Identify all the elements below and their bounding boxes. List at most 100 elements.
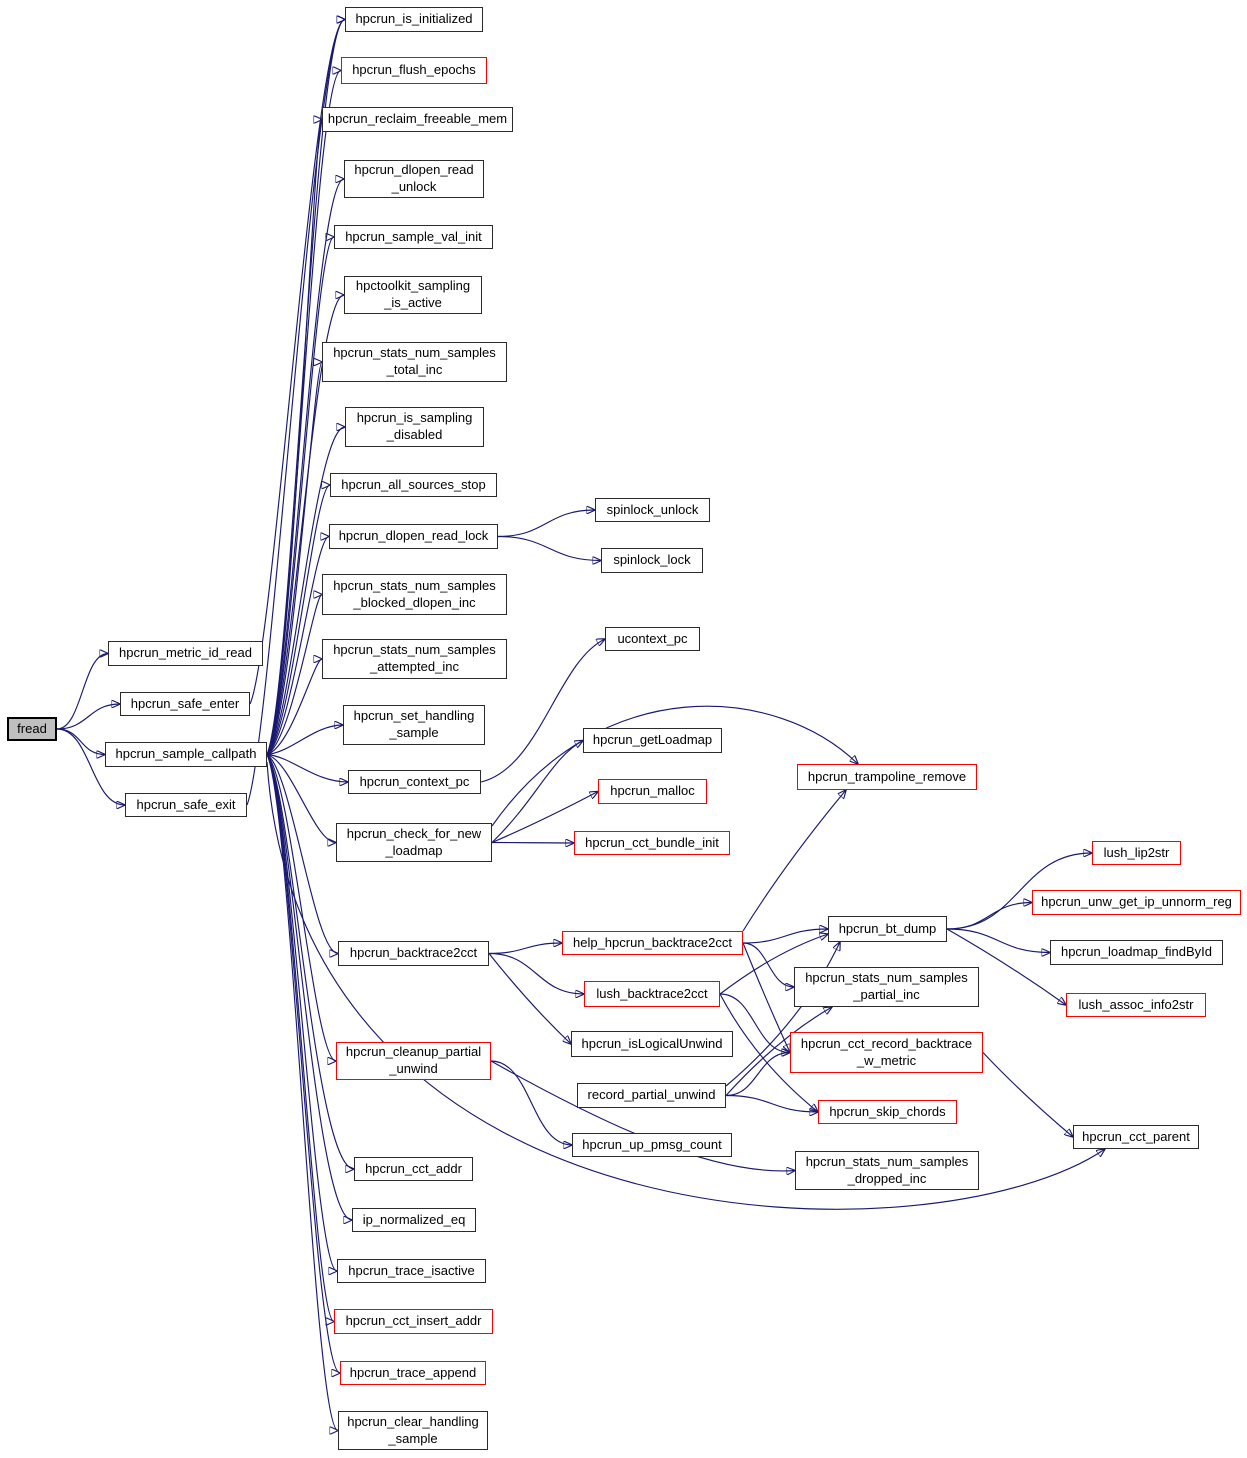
graph-node-set_handling_sample[interactable]: hpcrun_set_handling _sample: [343, 705, 485, 745]
edge-check_for_new_loadmap-to-cct_bundle_init: [491, 843, 574, 844]
edge-fread-to-sample_callpath: [56, 728, 105, 755]
edge-sample_callpath-to-all_sources_stop: [266, 485, 330, 755]
graph-node-check_for_new_loadmap[interactable]: hpcrun_check_for_new _loadmap: [336, 823, 492, 862]
graph-node-all_sources_stop[interactable]: hpcrun_all_sources_stop: [330, 473, 497, 497]
graph-node-lush_backtrace2cct[interactable]: lush_backtrace2cct: [584, 981, 720, 1007]
edge-fread-to-metric_id_read: [56, 654, 108, 730]
edge-sample_callpath-to-ip_normalized_eq: [266, 754, 352, 1221]
graph-node-flush_epochs[interactable]: hpcrun_flush_epochs: [341, 57, 487, 84]
edge-help_backtrace2cct-to-bt_dump: [742, 929, 828, 944]
edge-record_partial_unwind-to-stats_partial_inc: [725, 1007, 832, 1096]
edge-fread-to-safe_enter: [56, 704, 120, 730]
graph-node-reclaim_freeable_mem[interactable]: hpcrun_reclaim_freeable_mem: [322, 107, 513, 132]
graph-node-trace_isactive[interactable]: hpcrun_trace_isactive: [337, 1259, 486, 1283]
graph-node-stats_dropped_inc[interactable]: hpcrun_stats_num_samples _dropped_inc: [795, 1151, 979, 1190]
graph-node-record_partial_unwind[interactable]: record_partial_unwind: [577, 1083, 726, 1108]
edge-sample_callpath-to-dlopen_read_lock: [266, 537, 329, 755]
graph-node-fread: fread: [7, 717, 57, 741]
graph-node-cct_bundle_init[interactable]: hpcrun_cct_bundle_init: [574, 831, 730, 855]
graph-node-bt_dump[interactable]: hpcrun_bt_dump: [828, 916, 947, 942]
graph-node-cct_record_backtrace_w_metric[interactable]: hpcrun_cct_record_backtrace _w_metric: [790, 1032, 983, 1073]
edge-bt_dump-to-loadmap_findById: [946, 928, 1050, 953]
graph-node-safe_exit[interactable]: hpcrun_safe_exit: [125, 793, 247, 817]
edge-check_for_new_loadmap-to-trampoline_remove: [491, 705, 858, 827]
edge-fread-to-safe_exit: [56, 728, 125, 805]
edge-dlopen_read_lock-to-spinlock_unlock: [497, 510, 595, 538]
edge-help_backtrace2cct-to-stats_partial_inc: [742, 942, 794, 987]
graph-node-trace_append[interactable]: hpcrun_trace_append: [340, 1361, 486, 1385]
edge-sample_callpath-to-check_for_new_loadmap: [266, 753, 336, 843]
edge-check_for_new_loadmap-to-getLoadmap: [491, 741, 583, 843]
graph-node-lush_lip2str[interactable]: lush_lip2str: [1092, 841, 1181, 865]
graph-node-up_pmsg_count[interactable]: hpcrun_up_pmsg_count: [572, 1133, 732, 1157]
edge-record_partial_unwind-to-cct_record_backtrace_w_metric: [725, 1053, 790, 1097]
graph-node-cct_addr[interactable]: hpcrun_cct_addr: [354, 1157, 473, 1181]
edge-context_pc-to-ucontext_pc: [480, 639, 605, 783]
edge-bt_dump-to-lush_assoc_info2str: [946, 928, 1066, 1005]
edge-check_for_new_loadmap-to-malloc: [491, 792, 598, 844]
edge-sample_callpath-to-stats_total_inc: [266, 362, 322, 755]
graph-node-sample_callpath[interactable]: hpcrun_sample_callpath: [105, 742, 267, 767]
graph-node-cct_insert_addr[interactable]: hpcrun_cct_insert_addr: [334, 1309, 493, 1334]
edge-lush_backtrace2cct-to-cct_record_backtrace_w_metric: [719, 993, 790, 1053]
edge-lush_backtrace2cct-to-bt_dump: [719, 934, 828, 995]
graph-node-dlopen_read_lock[interactable]: hpcrun_dlopen_read_lock: [329, 524, 498, 549]
edge-help_backtrace2cct-to-cct_record_backtrace_w_metric: [742, 942, 790, 1053]
edge-sample_callpath-to-sample_val_init: [266, 237, 334, 755]
graph-node-ip_normalized_eq[interactable]: ip_normalized_eq: [352, 1208, 476, 1232]
edge-backtrace2cct-to-help_backtrace2cct: [488, 943, 562, 955]
graph-node-lush_assoc_info2str[interactable]: lush_assoc_info2str: [1066, 993, 1206, 1017]
graph-node-unw_get_ip_unnorm_reg[interactable]: hpcrun_unw_get_ip_unnorm_reg: [1032, 890, 1241, 915]
graph-node-attempted_inc[interactable]: hpcrun_stats_num_samples _attempted_inc: [322, 639, 507, 679]
graph-node-cct_parent[interactable]: hpcrun_cct_parent: [1073, 1125, 1199, 1149]
edge-bt_dump-to-unw_get_ip_unnorm_reg: [946, 903, 1032, 930]
graph-node-blocked_dlopen_inc[interactable]: hpcrun_stats_num_samples _blocked_dlopen…: [322, 574, 507, 615]
graph-node-loadmap_findById[interactable]: hpcrun_loadmap_findById: [1050, 940, 1223, 965]
graph-node-backtrace2cct[interactable]: hpcrun_backtrace2cct: [338, 941, 489, 966]
edge-sample_callpath-to-backtrace2cct: [266, 754, 338, 954]
edge-backtrace2cct-to-lush_backtrace2cct: [488, 952, 584, 995]
graph-node-clear_handling_sample[interactable]: hpcrun_clear_handling _sample: [338, 1411, 488, 1450]
graph-node-help_backtrace2cct[interactable]: help_hpcrun_backtrace2cct: [562, 931, 743, 955]
edge-cleanup_partial_unwind-to-up_pmsg_count: [490, 1060, 572, 1145]
graph-node-trampoline_remove[interactable]: hpcrun_trampoline_remove: [797, 764, 977, 790]
edge-sample_callpath-to-set_handling_sample: [266, 725, 343, 756]
graph-node-metric_id_read[interactable]: hpcrun_metric_id_read: [108, 641, 263, 666]
edge-sample_callpath-to-sampling_is_active: [266, 295, 344, 755]
graph-node-context_pc[interactable]: hpcrun_context_pc: [348, 770, 481, 794]
graph-node-isLogicalUnwind[interactable]: hpcrun_isLogicalUnwind: [571, 1031, 733, 1057]
graph-node-stats_total_inc[interactable]: hpcrun_stats_num_samples _total_inc: [322, 342, 507, 382]
graph-node-ucontext_pc[interactable]: ucontext_pc: [605, 627, 700, 651]
graph-node-malloc[interactable]: hpcrun_malloc: [598, 779, 707, 804]
graph-node-spinlock_unlock[interactable]: spinlock_unlock: [595, 498, 710, 522]
edge-record_partial_unwind-to-bt_dump: [725, 942, 840, 1087]
graph-node-cleanup_partial_unwind[interactable]: hpcrun_cleanup_partial _unwind: [336, 1042, 491, 1080]
graph-node-safe_enter[interactable]: hpcrun_safe_enter: [120, 692, 250, 716]
graph-node-dlopen_read_unlock[interactable]: hpcrun_dlopen_read _unlock: [344, 160, 484, 198]
graph-node-skip_chords[interactable]: hpcrun_skip_chords: [818, 1100, 957, 1124]
edge-sample_callpath-to-dlopen_read_unlock: [266, 179, 344, 755]
edge-record_partial_unwind-to-skip_chords: [725, 1094, 818, 1113]
edge-sample_callpath-to-attempted_inc: [266, 659, 322, 756]
edge-sample_callpath-to-cct_parent: [266, 761, 1105, 1210]
edge-help_backtrace2cct-to-trampoline_remove: [742, 790, 846, 932]
edge-backtrace2cct-to-isLogicalUnwind: [488, 953, 571, 1045]
edge-sample_callpath-to-is_sampling_disabled: [266, 427, 345, 755]
graph-node-stats_partial_inc[interactable]: hpcrun_stats_num_samples _partial_inc: [794, 967, 979, 1007]
edge-dlopen_read_lock-to-spinlock_lock: [497, 535, 601, 561]
edge-sample_callpath-to-cleanup_partial_unwind: [266, 754, 336, 1062]
edge-sample_callpath-to-blocked_dlopen_inc: [266, 595, 322, 756]
graph-node-sample_val_init[interactable]: hpcrun_sample_val_init: [334, 225, 493, 249]
graph-node-getLoadmap[interactable]: hpcrun_getLoadmap: [583, 728, 722, 753]
graph-node-is_initialized[interactable]: hpcrun_is_initialized: [345, 7, 483, 32]
edge-cct_record_backtrace_w_metric-to-cct_parent: [982, 1052, 1073, 1138]
graph-node-spinlock_lock[interactable]: spinlock_lock: [601, 548, 703, 573]
edge-safe_exit-to-is_initialized: [246, 20, 345, 806]
edge-sample_callpath-to-trace_append: [266, 754, 340, 1374]
edge-sample_callpath-to-clear_handling_sample: [266, 754, 338, 1431]
edge-sample_callpath-to-cct_addr: [266, 754, 354, 1170]
graph-node-is_sampling_disabled[interactable]: hpcrun_is_sampling _disabled: [345, 407, 484, 447]
graph-node-sampling_is_active[interactable]: hpctoolkit_sampling _is_active: [344, 276, 482, 314]
